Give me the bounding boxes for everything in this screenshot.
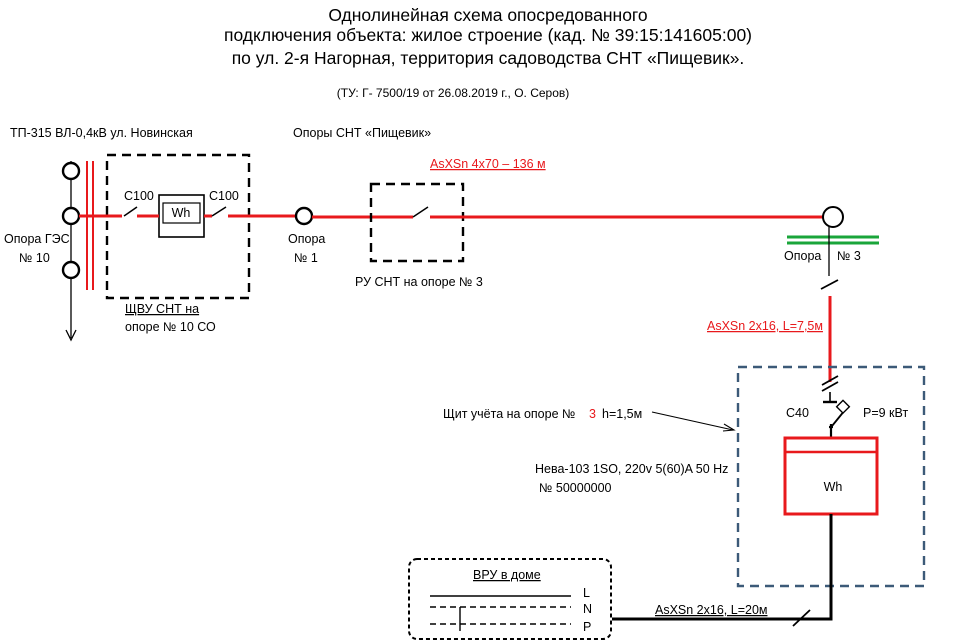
vru-label-n: N <box>583 602 592 616</box>
meter-panel-label-h: h=1,5м <box>602 407 642 421</box>
meter-panel-label-num: 3 <box>589 407 596 421</box>
pole-ges-label-1: Опора ГЭС <box>4 232 70 246</box>
shchvu-breaker-2-label: С100 <box>209 189 239 203</box>
pole-ges-label-2: № 10 <box>19 251 50 265</box>
ru-snt-dashed-box <box>369 182 465 263</box>
meter-number: № 50000000 <box>539 481 612 495</box>
pole-3-symbol <box>822 206 844 228</box>
title-line-1: Однолинейная схема опосредованного <box>328 5 647 25</box>
meter-model: Нева-103 1SO, 220v 5(60)A 50 Hz <box>535 462 728 476</box>
shchvu-caption-1: ЩВУ СНТ на <box>125 302 199 316</box>
meter-panel-arrow <box>651 411 734 431</box>
snt-poles-label: Опоры СНТ «Пищевик» <box>293 126 431 140</box>
breaker-2-blade <box>211 206 227 217</box>
breaker-1-blade <box>123 206 138 217</box>
pole-ges-arrow <box>65 329 77 342</box>
pole-3-label-a: Опора <box>784 249 821 263</box>
title-line-3: по ул. 2-я Нагорная, территория садоводс… <box>232 48 745 68</box>
ru-switch-blade <box>412 206 429 218</box>
pole-ges-insulator-mid <box>61 206 81 226</box>
house-cable-line <box>612 614 833 621</box>
input-tick-1 <box>821 375 839 386</box>
shchvu-breaker-1-label: С100 <box>124 189 154 203</box>
breaker-c40-label: С40 <box>786 406 809 420</box>
drop-tick <box>820 279 839 290</box>
house-cable-label: AsXSn 2х16, L=20м <box>655 603 768 617</box>
pole-3-label-b: № 3 <box>837 249 861 263</box>
pole-1-label-1: Опора <box>288 232 325 246</box>
shchvu-caption-2: опоре № 10 СО <box>125 320 216 334</box>
ru-snt-label: РУ СНТ на опоре № 3 <box>355 275 483 289</box>
pole-1-label-2: № 1 <box>294 251 318 265</box>
snt-cable-label: AsXSn 4х70 – 136 м <box>430 157 546 171</box>
drop-cable-label: AsXSn 2х16, L=7,5м <box>707 319 823 333</box>
vru-label-l: L <box>583 586 590 600</box>
tu-reference: (ТУ: Г- 7500/19 от 26.08.2019 г., О. Сер… <box>337 86 570 100</box>
breaker-c40-trip <box>835 399 851 415</box>
meter-panel-label: Щит учёта на опоре № <box>443 407 575 421</box>
meter-box <box>783 436 879 516</box>
pole-ges-insulator-top <box>61 161 81 181</box>
tp-label: ТП-315 ВЛ-0,4кВ ул. Новинская <box>10 126 193 140</box>
meter-panel-arrowhead <box>722 423 736 432</box>
vru-label-p: P <box>583 620 591 634</box>
meter-symbol: Wh <box>824 480 843 494</box>
shchvu-meter-symbol: Wh <box>172 206 191 220</box>
shchvu-dashed-box <box>105 153 251 300</box>
pole-ges-insulator-bottom <box>61 260 81 280</box>
input-tick-2 <box>821 381 839 392</box>
vru-dashed-box <box>408 558 612 640</box>
power-label: Р=9 кВт <box>863 406 908 420</box>
vru-title: ВРУ в доме <box>473 568 541 582</box>
shchvu-meter-inner <box>162 202 201 224</box>
title-line-2: подключения объекта: жилое строение (кад… <box>224 25 752 45</box>
pole-1-symbol <box>294 206 314 226</box>
